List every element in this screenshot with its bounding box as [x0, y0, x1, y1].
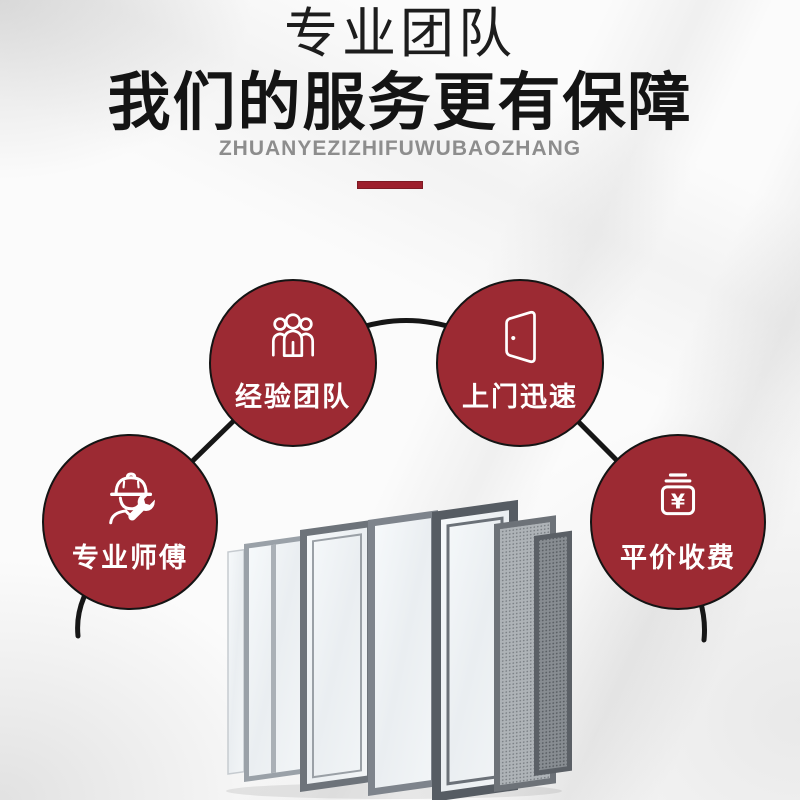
window-panels-photo	[226, 499, 572, 800]
connector-tail-left	[75, 594, 87, 639]
glass-sheet	[227, 548, 245, 775]
feature-label: 平价收费	[620, 543, 736, 573]
feature-badge-team: 经验团队	[209, 279, 377, 447]
feature-badge-price: ¥ 平价收费	[590, 434, 766, 610]
feature-badge-door: 上门迅速	[436, 279, 604, 447]
feature-label: 经验团队	[235, 382, 351, 412]
section-kicker: 专业团队	[284, 4, 516, 64]
team-icon	[271, 313, 315, 357]
window-panel	[244, 535, 306, 782]
red-divider	[357, 181, 423, 189]
money-icon: ¥	[660, 473, 696, 516]
feature-badge-worker: 专业师傅	[42, 434, 218, 610]
page-title: 我们的服务更有保障	[107, 68, 693, 138]
feature-label: 上门迅速	[462, 382, 578, 412]
window-panel	[368, 510, 438, 796]
feature-label: 专业师傅	[72, 543, 188, 573]
worker-icon	[109, 472, 155, 525]
pinyin-subtitle: ZHUANYEZIZHIFUWUBAOZHANG	[218, 137, 582, 160]
window-panel	[300, 519, 374, 792]
currency-symbol: ¥	[671, 489, 685, 513]
door-icon	[505, 310, 536, 364]
screen-panel	[534, 530, 572, 776]
